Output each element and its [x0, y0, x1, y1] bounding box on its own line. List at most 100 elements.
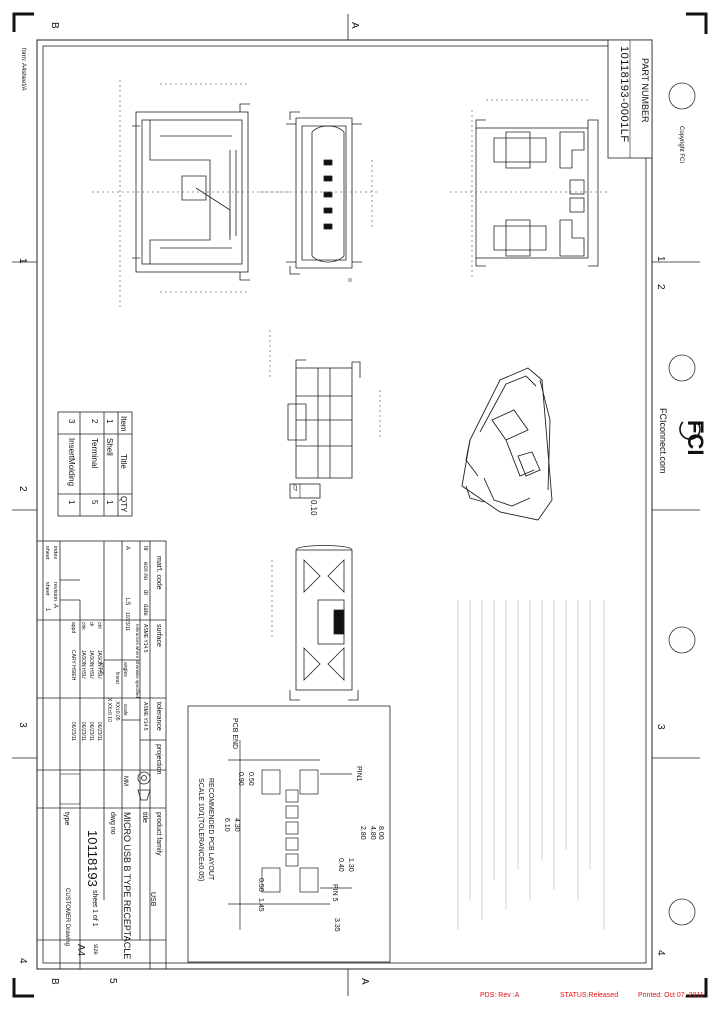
size-value: A4 — [75, 944, 86, 957]
pcb-dim: 3.35 — [333, 918, 340, 932]
type-label: type — [63, 812, 70, 826]
rev-row-ltr: A — [124, 546, 130, 551]
product-family-value: USB — [149, 892, 156, 907]
bom-row-item: 1 — [105, 419, 114, 424]
title-label: title — [141, 812, 148, 823]
drawing-title: MICRO USB B TYPE RECEPTACLE — [122, 812, 132, 960]
website-text: FCIconnect.com — [658, 408, 668, 474]
part-number-value: 10118193-0001LF — [618, 46, 630, 143]
corner-marks — [12, 12, 708, 998]
dr-name: JASON HSU — [88, 650, 94, 679]
revision-label: revision — [52, 582, 58, 601]
pcb-dim: 0.50 — [257, 878, 264, 892]
bom-row-title: InsertMolding — [67, 438, 76, 487]
bottom-view-drawing — [271, 545, 359, 701]
isometric-view-drawing — [461, 367, 553, 521]
chk-label: chk — [80, 622, 86, 630]
pcb-pin5-label: PIN 5 — [331, 884, 338, 902]
bom-header-qty: QTY — [119, 496, 128, 513]
bom-table-frame — [57, 411, 133, 517]
pcb-layout-drawing — [228, 740, 352, 930]
sheet-index-label: sheet — [44, 582, 50, 596]
projection-symbol — [137, 771, 151, 801]
appd-name: CARY HSIEH — [70, 650, 76, 681]
appd-date: 06/23/11 — [70, 722, 76, 742]
rev-header-date: date — [142, 604, 148, 616]
size-label: size — [92, 944, 98, 955]
ctrl-label: ctrl — [96, 622, 102, 629]
tolerance-standard: ASME Y14.5 — [142, 702, 148, 731]
bom-row-title: Shell — [105, 438, 114, 456]
surface-standard: ASME Y14.5 — [142, 624, 148, 653]
rev-header-dr: dr — [142, 590, 148, 596]
matl-code-label: mat'l. code — [155, 556, 162, 590]
bom-row-item: 3 — [67, 419, 76, 424]
flatness-symbol-icon: ▱ — [291, 484, 301, 491]
chk-date: 06/23/11 — [80, 722, 86, 742]
bom-row-title: Terminal — [90, 438, 99, 469]
zone-left-3: 3 — [17, 722, 28, 728]
bom-row-qty: 5 — [90, 500, 99, 505]
scale-label: scale — [122, 704, 128, 716]
rev-header-ecn: ecn no — [142, 562, 148, 581]
ctrl-name: JASON HSU — [96, 650, 102, 679]
bom-header-item: Item — [119, 416, 128, 432]
pcb-dim: 4.80 — [369, 826, 376, 840]
dr-date: 06/23/11 — [88, 722, 94, 742]
inner-frame — [42, 45, 647, 964]
sheet-index-label: sheet — [44, 546, 50, 560]
border-letter-bottom-left: B — [49, 978, 60, 985]
angles-label: angles — [122, 662, 128, 677]
pcb-layout-title: RECOMMENDED PCB LAYOUT — [207, 778, 214, 881]
title-block-frame — [36, 540, 167, 970]
zone-left-2: 2 — [17, 486, 28, 492]
zone-right-3: 3 — [655, 724, 666, 730]
pcb-dim: 0.50 — [247, 772, 254, 786]
pcb-dim: 0.40 — [337, 858, 344, 872]
front-view-drawing — [260, 111, 380, 275]
pcb-dim: 0.90 — [237, 772, 244, 786]
border-letter-top-left: B — [49, 22, 60, 29]
sheet-index-value: 1 — [44, 608, 50, 612]
zone-left-1: 1 — [17, 258, 28, 264]
top-view-drawing — [92, 80, 290, 310]
form-label: form: A4sheet/A — [20, 48, 26, 91]
rev-header-ltr: ltr — [142, 546, 148, 551]
pcb-dim: 2.80 — [359, 826, 366, 840]
projection-label: projection — [155, 744, 162, 775]
brand-logo-text: FCI — [683, 420, 708, 456]
side-view-drawing — [450, 99, 610, 278]
bom-row-qty: 1 — [67, 500, 76, 505]
pcb-dim: 4.30 — [233, 818, 240, 832]
copyright-text: Copyright FCI — [678, 126, 684, 164]
pcb-end-label: PCB END — [231, 718, 238, 750]
pds-status: PDS: Rev :A — [480, 992, 520, 999]
zone-right-2: 2 — [655, 284, 666, 290]
border-letter-bottom-right: A — [359, 978, 370, 985]
pcb-dim: 1.30 — [347, 858, 354, 872]
outer-frame — [36, 39, 653, 970]
release-status: STATUS:Released — [560, 992, 619, 999]
svg-text:‖‖: ‖‖ — [348, 278, 352, 284]
section-view-drawing — [269, 330, 381, 479]
bom-row-qty: 1 — [105, 500, 114, 505]
bom-row-item: 2 — [90, 419, 99, 424]
pcb-dim: 6.10 — [223, 818, 230, 832]
pcb-dim: 8.00 — [377, 826, 384, 840]
rev-row-dr: LS — [124, 598, 130, 606]
product-family-label: product family — [155, 812, 162, 856]
x-tolerance-value: .XX±0.05 — [114, 700, 120, 721]
notes-lines — [457, 600, 605, 930]
type-value: CUSTOMER Drawing — [64, 888, 70, 946]
fci-brand-logo-icon — [679, 421, 701, 440]
zone-ticks — [12, 14, 700, 996]
printed-date: Printed: Oct 07, 2011 — [638, 992, 704, 999]
pcb-layout-scale: SCALE 10/1(TOLERANCE±0.05) — [197, 778, 204, 882]
sheet-of-value: sheet 1 of 1 — [91, 890, 98, 927]
index-label: index — [52, 546, 58, 560]
registration-circles — [668, 82, 696, 926]
appd-label: appd — [70, 622, 76, 634]
zone-right-4: 4 — [655, 950, 666, 956]
bom-header-title: Title — [119, 454, 128, 469]
